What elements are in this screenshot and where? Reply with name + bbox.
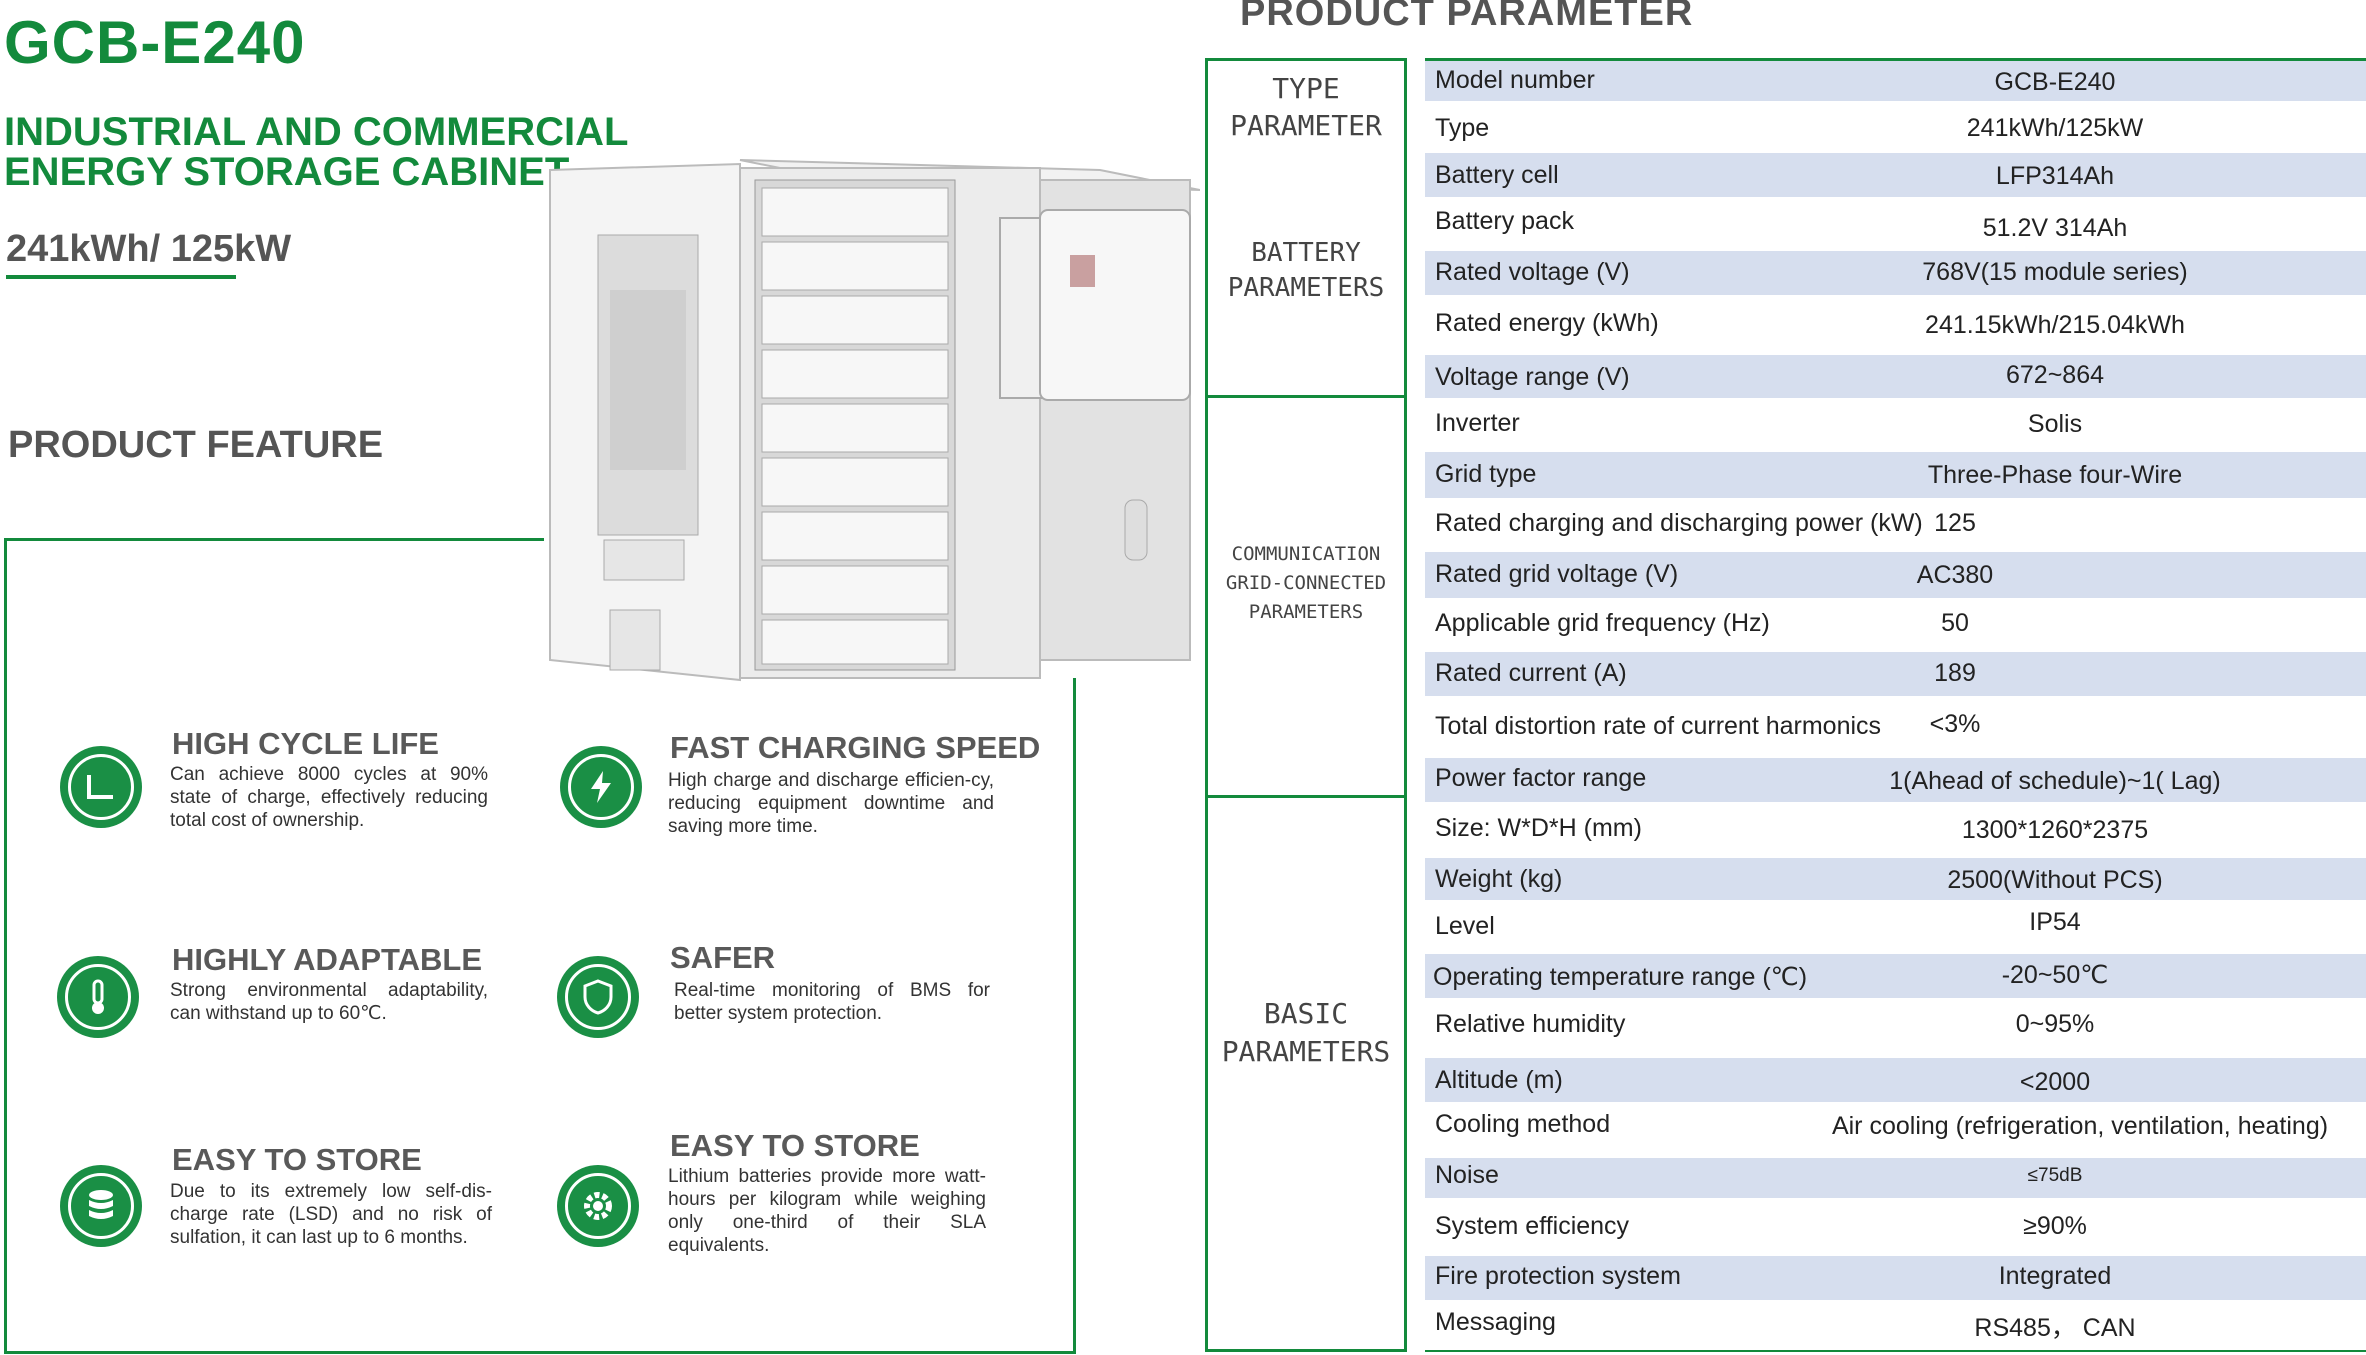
- feature-desc-5: Due to its extremely low self-dis-charge…: [170, 1181, 492, 1248]
- feature-title-3: HIGHLY ADAPTABLE: [172, 942, 483, 977]
- table-row: Grid type Three-Phase four-Wire: [1425, 452, 2366, 498]
- feature-heading: PRODUCT FEATURE: [8, 424, 384, 466]
- feature-title-4: SAFER: [670, 940, 776, 975]
- table-row: Battery pack 51.2V 314Ah: [1435, 207, 2128, 242]
- table-row: Model number GCB-E240: [1425, 61, 2366, 101]
- table-row: Type 241kWh/125kW: [1435, 114, 2144, 142]
- database-icon: [60, 1165, 142, 1247]
- power-rating: 241kWh/ 125kW: [6, 228, 292, 270]
- feature-title-1: HIGH CYCLE LIFE: [172, 726, 439, 761]
- category-battery: BATTERY PARAMETERS: [1227, 238, 1385, 303]
- feature-title-5: EASY TO STORE: [172, 1142, 422, 1177]
- feature-frame-bottom: [4, 1351, 1076, 1354]
- table-row: Battery cell LFP314Ah: [1425, 153, 2366, 197]
- feature-desc-3: Strong environmental adaptability, can w…: [170, 980, 488, 1024]
- category-divider: [1205, 395, 1407, 398]
- power-underline: [6, 275, 236, 279]
- table-row: Cooling method Air cooling (refrigeratio…: [1435, 1110, 2329, 1140]
- feature-desc-6: Lithium batteries provide more watt-hour…: [668, 1166, 986, 1256]
- table-row: Applicable grid frequency (Hz) 50: [1435, 609, 1969, 637]
- table-row: Level IP54: [1435, 908, 2081, 940]
- table-row: System efficiency ≥90%: [1435, 1212, 2087, 1240]
- category-communication: COMMUNICATION GRID-CONNECTED PARAMETERS: [1225, 543, 1387, 623]
- feature-frame-top: [4, 538, 544, 541]
- model-title: GCB-E240: [4, 9, 306, 76]
- table-row: Rated charging and discharging power (kW…: [1435, 509, 1976, 537]
- parameter-heading: PRODUCT PARAMETER: [1240, 0, 1694, 34]
- category-divider: [1205, 795, 1407, 798]
- feature-desc-2: High charge and discharge efficien-cy, r…: [668, 770, 994, 837]
- thermometer-icon: [57, 956, 139, 1038]
- table-row: Rated current (A) 189: [1425, 652, 2366, 696]
- category-basic: BASIC PARAMETERS: [1221, 997, 1391, 1068]
- table-row: Operating temperature range (℃) -20~50℃: [1425, 954, 2366, 998]
- table-row: Voltage range (V) 672~864: [1425, 355, 2366, 398]
- category-type: TYPE PARAMETER: [1230, 72, 1382, 142]
- table-row: Total distortion rate of current harmoni…: [1435, 710, 1981, 740]
- table-row: Rated grid voltage (V) AC380: [1425, 552, 2366, 598]
- feature-desc-1: Can achieve 8000 cycles at 90% state of …: [170, 764, 488, 831]
- table-row: Relative humidity 0~95%: [1435, 1010, 2095, 1038]
- subtitle-line-1: INDUSTRIAL AND COMMERCIAL: [4, 110, 629, 154]
- shield-icon: [557, 956, 639, 1038]
- table-row: Power factor range 1(Ahead of schedule)~…: [1425, 758, 2366, 802]
- category-column: [1205, 58, 1407, 1352]
- table-row: Rated voltage (V) 768V(15 module series): [1425, 251, 2366, 295]
- feature-frame-right: [1073, 678, 1076, 1354]
- table-row: Fire protection system Integrated: [1425, 1256, 2366, 1300]
- table-row: Size: W*D*H (mm) 1300*1260*2375: [1435, 814, 2149, 844]
- product-subtitle: INDUSTRIAL AND COMMERCIAL ENERGY STORAGE…: [4, 112, 628, 192]
- feature-frame-left: [4, 538, 7, 1354]
- table-row: Inverter Solis: [1435, 409, 2083, 438]
- feature-title-2: FAST CHARGING SPEED: [670, 730, 1041, 765]
- lightning-icon: [560, 746, 642, 828]
- table-row: Noise ≤75dB: [1425, 1158, 2366, 1198]
- table-row: Weight (kg) 2500(Without PCS): [1425, 858, 2366, 900]
- subtitle-line-2: ENERGY STORAGE CABINET: [4, 150, 570, 194]
- clock-icon: [60, 746, 142, 828]
- feature-title-6: EASY TO STORE: [670, 1128, 920, 1163]
- table-top-rule: [1425, 58, 2366, 61]
- feature-desc-4: Real-time monitoring of BMS for better s…: [674, 980, 990, 1024]
- table-row: Messaging RS485， CAN: [1435, 1308, 2136, 1342]
- table-bottom-rule: [1425, 1350, 2366, 1352]
- cabinet-illustration: [549, 159, 1200, 682]
- table-row: Altitude (m) <2000: [1425, 1058, 2366, 1102]
- gear-icon: [557, 1165, 639, 1247]
- table-row: Rated energy (kWh) 241.15kWh/215.04kWh: [1435, 309, 2185, 339]
